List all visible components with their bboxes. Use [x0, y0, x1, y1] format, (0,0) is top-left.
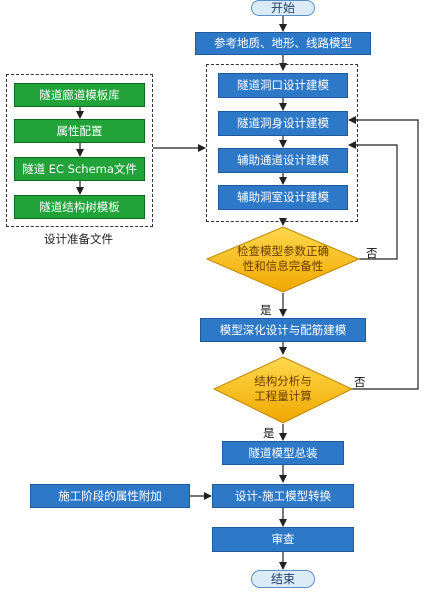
- reference-model-node: 参考地质、地形、线路模型: [195, 32, 371, 55]
- modeling-node-aux-chamber: 辅助洞室设计建模: [218, 185, 348, 210]
- deepen-label: 模型深化设计与配筋建模: [219, 322, 347, 337]
- prep-node-template-library: 隧道廊道模板库: [14, 83, 145, 107]
- prep-label-structure-tree: 隧道结构树模板: [39, 199, 120, 214]
- end-node: 结束: [251, 570, 315, 588]
- check-text-line2: 性和信息完备性: [242, 259, 324, 273]
- start-node: 开始: [251, 0, 315, 16]
- prep-node-ec-schema: 隧道 EC Schema文件: [14, 157, 145, 181]
- construction-attr-label: 施工阶段的属性附加: [58, 488, 162, 503]
- prep-label-template-library: 隧道廊道模板库: [39, 87, 120, 102]
- transform-node: 设计-施工模型转换: [212, 484, 354, 508]
- analysis-yes-label: 是: [263, 426, 275, 440]
- start-label: 开始: [270, 0, 295, 15]
- prep-node-structure-tree: 隧道结构树模板: [14, 195, 145, 219]
- modeling-label-aux-chamber: 辅助洞室设计建模: [237, 190, 329, 205]
- prep-label-ec-schema: 隧道 EC Schema文件: [22, 161, 137, 176]
- deepen-node: 模型深化设计与配筋建模: [200, 318, 366, 342]
- analysis-decision-text: 结构分析与 工程量计算: [224, 372, 342, 406]
- construction-attr-node: 施工阶段的属性附加: [30, 484, 190, 508]
- check-decision-text: 检查模型参数正确 性和信息完备性: [214, 242, 352, 276]
- check-text-line1: 检查模型参数正确: [237, 244, 329, 259]
- end-label: 结束: [270, 571, 295, 586]
- check-decision-diamond: [205, 226, 361, 293]
- analysis-decision-diamond: [212, 356, 354, 424]
- transform-label: 设计-施工模型转换: [234, 488, 332, 503]
- prep-files-group: [6, 74, 153, 227]
- arrow-check-no-loop: [348, 141, 398, 260]
- check-yes-label: 是: [260, 303, 272, 317]
- analysis-text-line2: 工程量计算: [254, 389, 312, 403]
- modeling-group: [206, 64, 358, 222]
- prep-label-attribute-config: 属性配置: [56, 123, 103, 138]
- reference-model-label: 参考地质、地形、线路模型: [214, 36, 352, 51]
- modeling-node-aux-passage: 辅助通道设计建模: [218, 148, 348, 173]
- arrow-analysis-no-loop: [348, 116, 419, 390]
- review-label: 审查: [271, 532, 295, 547]
- prep-files-caption: 设计准备文件: [44, 232, 113, 246]
- modeling-label-portal: 隧道洞口设计建模: [237, 78, 329, 93]
- check-no-label: 否: [366, 246, 378, 260]
- prep-node-attribute-config: 属性配置: [14, 119, 145, 143]
- assembly-node: 隧道模型总装: [222, 441, 344, 465]
- modeling-label-aux-passage: 辅助通道设计建模: [237, 153, 329, 168]
- analysis-no-label: 否: [354, 375, 366, 389]
- modeling-node-body: 隧道洞身设计建模: [218, 111, 348, 136]
- assembly-label: 隧道模型总装: [248, 445, 318, 460]
- modeling-label-body: 隧道洞身设计建模: [237, 116, 329, 131]
- modeling-node-portal: 隧道洞口设计建模: [218, 73, 348, 98]
- analysis-text-line1: 结构分析与: [254, 374, 312, 389]
- review-node: 审查: [212, 527, 354, 552]
